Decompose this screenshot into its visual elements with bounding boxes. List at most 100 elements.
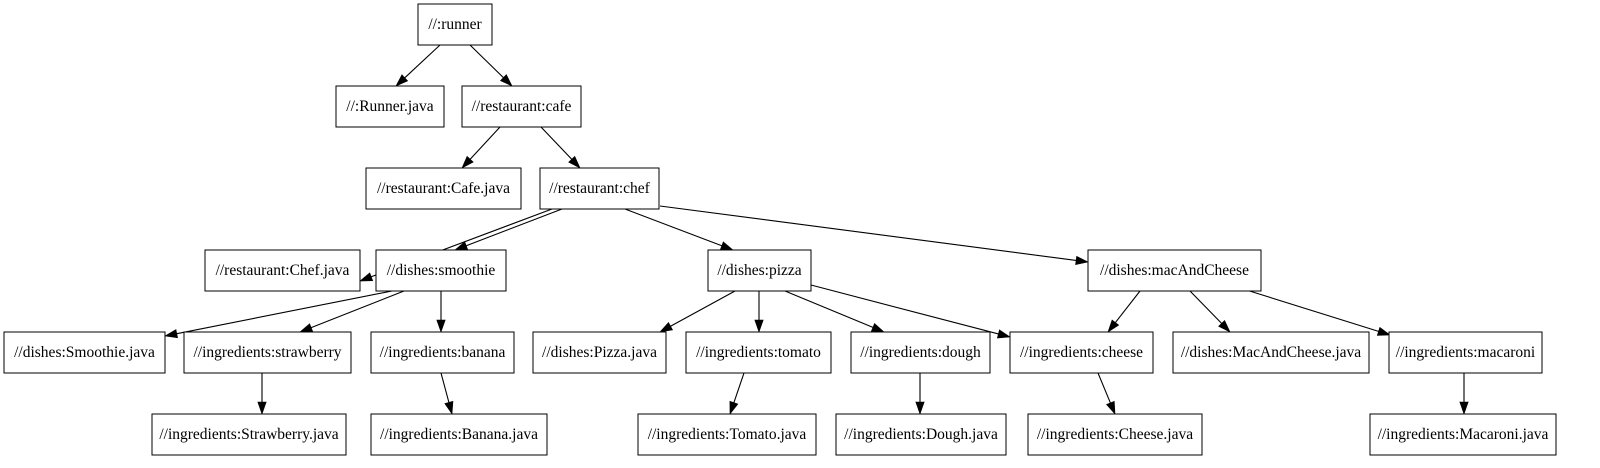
graph-node-banana_java[interactable]: //ingredients:Banana.java [370,413,548,456]
graph-edge [1459,373,1469,415]
node-label: //ingredients:macaroni [1396,344,1536,361]
graph-node-tomato[interactable]: //ingredients:tomato [685,331,832,374]
edge-arrowhead [359,272,374,282]
graph-edge [729,372,745,415]
node-label: //:runner [428,16,482,33]
graph-edge [659,205,1089,265]
node-box[interactable] [707,249,812,292]
edge-arrowhead [870,323,885,333]
node-label: //restaurant:chef [549,180,651,197]
graph-node-cafe[interactable]: //restaurant:cafe [461,85,582,128]
node-label: //restaurant:cafe [472,98,572,115]
node-box[interactable] [835,413,1007,456]
edge-arrowhead [729,400,739,415]
node-label: //restaurant:Chef.java [216,262,350,279]
node-label: //ingredients:Macaroni.java [1378,426,1549,443]
node-box[interactable] [1087,249,1262,292]
graph-edge [1097,372,1116,415]
edge-arrowhead [754,319,764,333]
edge-arrowhead [1218,319,1231,333]
edge-arrowhead [1106,400,1116,415]
graph-edge [440,372,454,415]
node-box[interactable] [151,413,347,456]
node-box[interactable] [204,249,361,292]
graph-node-dough[interactable]: //ingredients:dough [850,331,991,374]
edge-arrowhead [568,155,581,169]
node-box[interactable] [1172,331,1370,374]
edge-arrowhead [461,155,474,169]
node-box[interactable] [1009,331,1154,374]
edge-arrowhead [915,401,925,415]
graph-node-cheese[interactable]: //ingredients:cheese [1009,331,1154,374]
edge-arrowhead [164,329,178,339]
node-box[interactable] [370,331,515,374]
node-box[interactable] [365,167,522,210]
edge-arrowhead [1376,326,1391,336]
node-box[interactable] [1369,413,1557,456]
node-label: //ingredients:Tomato.java [648,426,807,443]
graph-node-smoothie[interactable]: //dishes:smoothie [375,249,507,292]
graph-node-chef[interactable]: //restaurant:chef [539,167,660,210]
graph-edge [784,290,885,333]
graph-edge [164,290,393,339]
node-label: //ingredients:Strawberry.java [159,426,338,443]
node-box[interactable] [637,413,817,456]
node-box[interactable] [370,413,548,456]
edge-arrowhead [436,319,446,333]
node-label: //dishes:Smoothie.java [14,344,155,361]
node-box[interactable] [539,167,660,210]
graph-node-chef_java[interactable]: //restaurant:Chef.java [204,249,361,292]
node-box[interactable] [375,249,507,292]
node-label: //dishes:MacAndCheese.java [1181,344,1361,361]
graph-node-macandcheese[interactable]: //dishes:macAndCheese [1087,249,1262,292]
graph-node-tomato_java[interactable]: //ingredients:Tomato.java [637,413,817,456]
graph-node-banana[interactable]: //ingredients:banana [370,331,515,374]
node-box[interactable] [1027,413,1203,456]
node-label: //ingredients:Cheese.java [1037,426,1193,443]
graph-edge [754,291,764,333]
edges-layer [164,44,1469,415]
graph-node-runner_java[interactable]: //:Runner.java [335,85,445,128]
graph-node-smoothie_java[interactable]: //dishes:Smoothie.java [3,331,166,374]
graph-edge [624,208,734,251]
graph-node-dough_java[interactable]: //ingredients:Dough.java [835,413,1007,456]
graph-node-pizza_java[interactable]: //dishes:Pizza.java [532,331,667,374]
node-box[interactable] [685,331,832,374]
node-label: //ingredients:tomato [696,344,821,361]
node-label: //dishes:pizza [717,262,801,279]
node-label: //ingredients:strawberry [193,344,341,361]
graph-node-pizza[interactable]: //dishes:pizza [707,249,812,292]
graph-node-cheese_java[interactable]: //ingredients:Cheese.java [1027,413,1203,456]
graph-edge [257,373,267,415]
graph-node-cafe_java[interactable]: //restaurant:Cafe.java [365,167,522,210]
graph-node-macandcheese_java[interactable]: //dishes:MacAndCheese.java [1172,331,1370,374]
node-box[interactable] [417,3,493,46]
graph-node-macaroni_java[interactable]: //ingredients:Macaroni.java [1369,413,1557,456]
edge-arrowhead [659,322,674,333]
node-label: //ingredients:cheese [1020,344,1143,361]
node-label: //dishes:Pizza.java [542,344,657,361]
node-box[interactable] [3,331,166,374]
graph-edge [469,44,513,87]
graph-edge [1107,290,1141,333]
node-box[interactable] [335,85,445,128]
edge-arrowhead [1459,401,1469,415]
graph-edge [395,44,441,87]
node-box[interactable] [461,85,582,128]
edge-arrowhead [444,400,454,415]
graph-edge [454,208,563,251]
node-box[interactable] [532,331,667,374]
graph-node-macaroni[interactable]: //ingredients:macaroni [1388,331,1543,374]
node-box[interactable] [183,331,352,374]
node-box[interactable] [1388,331,1543,374]
graph-edge [915,373,925,415]
node-label: //ingredients:banana [380,344,506,361]
graph-node-runner[interactable]: //:runner [417,3,493,46]
edge-arrowhead [719,241,734,251]
graph-edge [1189,290,1231,333]
edge-arrowhead [395,74,409,87]
node-label: //dishes:smoothie [387,262,496,279]
node-box[interactable] [850,331,991,374]
graph-node-strawberry_java[interactable]: //ingredients:Strawberry.java [151,413,347,456]
graph-node-strawberry[interactable]: //ingredients:strawberry [183,331,352,374]
